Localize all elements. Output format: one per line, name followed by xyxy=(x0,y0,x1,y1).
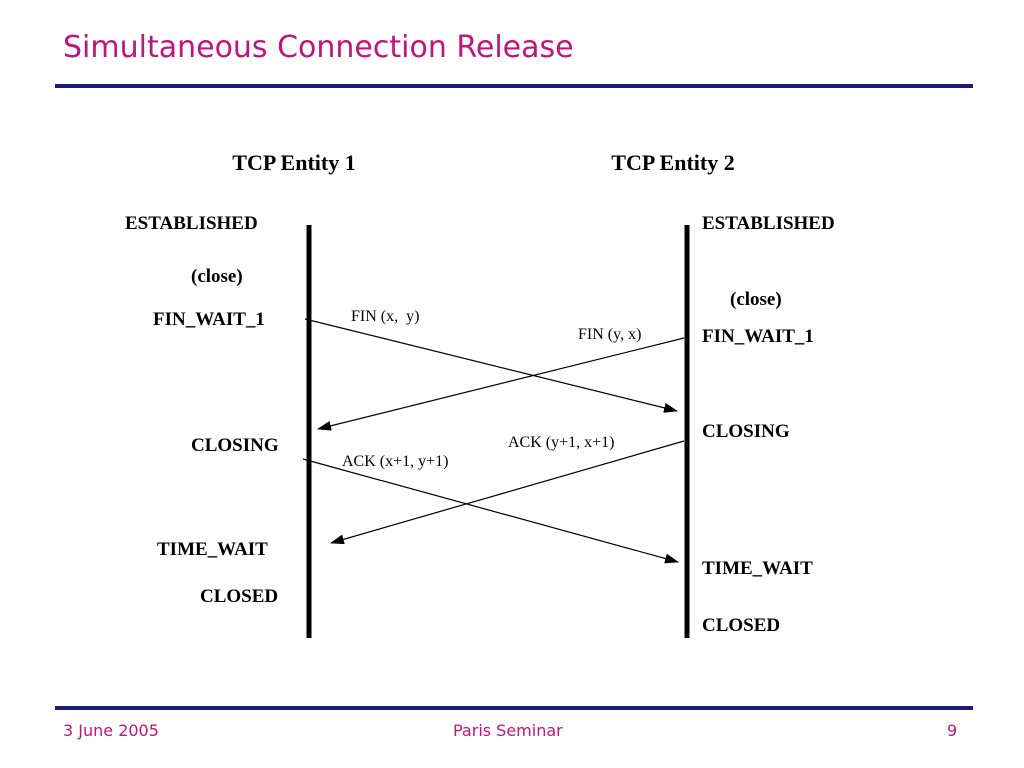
fin-arrow-2-to-1 xyxy=(317,337,685,431)
entity2-state-time-wait: TIME_WAIT xyxy=(702,558,813,579)
entity1-state-fin-wait-1: FIN_WAIT_1 xyxy=(153,309,265,330)
entity1-state-closing: CLOSING xyxy=(191,435,279,456)
slide-title: Simultaneous Connection Release xyxy=(63,30,574,65)
fin-label-2-to-1: FIN (y, x) xyxy=(578,326,641,343)
entity2-state-established: ESTABLISHED xyxy=(702,213,835,234)
ack-arrow-2-to-1 xyxy=(330,440,685,545)
footer-date: 3 June 2005 xyxy=(63,721,159,740)
entity1-state-time-wait: TIME_WAIT xyxy=(157,539,268,560)
ack-label-2-to-1: ACK (y+1, x+1) xyxy=(508,434,614,451)
fin-label-1-to-2: FIN (x, y) xyxy=(351,308,419,325)
entity2-state-closing: CLOSING xyxy=(702,421,790,442)
entity2-close-event: (close) xyxy=(730,289,782,310)
entity2-state-closed: CLOSED xyxy=(702,615,780,636)
entity1-close-event: (close) xyxy=(191,266,243,287)
ack-label-1-to-2: ACK (x+1, y+1) xyxy=(342,453,448,470)
entity1-name: TCP Entity 1 xyxy=(232,150,355,175)
entity2-state-fin-wait-1: FIN_WAIT_1 xyxy=(702,326,814,347)
footer-rule xyxy=(55,706,973,710)
entity1-state-closed: CLOSED xyxy=(200,586,278,607)
entity1-state-established: ESTABLISHED xyxy=(125,213,258,234)
ack-arrow-1-to-2 xyxy=(302,458,679,564)
page-number: 9 xyxy=(947,721,958,740)
footer-title: Paris Seminar xyxy=(453,721,563,740)
entity2-name: TCP Entity 2 xyxy=(611,150,734,175)
fin-arrow-1-to-2 xyxy=(304,318,678,413)
title-rule xyxy=(55,84,973,88)
